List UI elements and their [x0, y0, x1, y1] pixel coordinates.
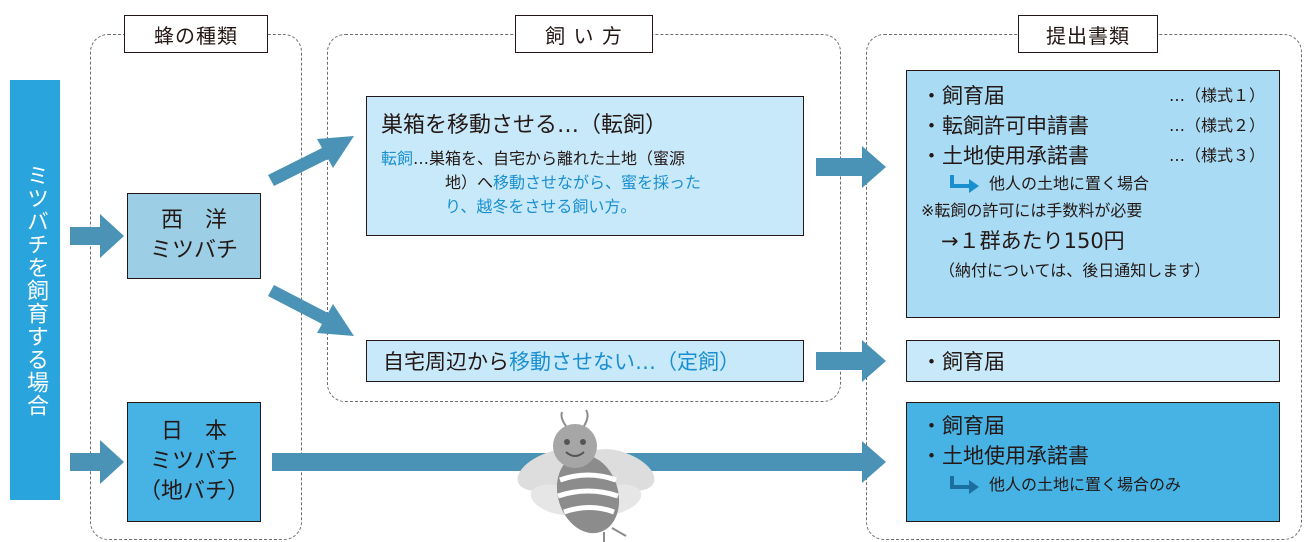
doc-form1-note: …（様式１） [1168, 86, 1265, 105]
arrow-western-to-moving [268, 136, 354, 186]
doc-form3-note: …（様式３） [1168, 146, 1265, 165]
japanese-line1: 日 本 [160, 419, 227, 445]
western-honeybee-box: 西 洋 ミツバチ [127, 193, 261, 279]
doc-fee-note: ※転飼の許可には手数料が必要 [921, 201, 1143, 220]
doc-fee-payment: （納付については、後日通知します） [939, 261, 1211, 280]
arrow-to-japanese [70, 440, 124, 484]
japanese-line3: （地バチ） [138, 478, 249, 504]
doc-row-2: ・転飼許可申請書 …（様式２） [921, 111, 1265, 141]
doc-row-3: ・土地使用承諾書 …（様式３） [921, 141, 1265, 171]
corner-arrow-icon [950, 476, 979, 494]
corner-arrow-icon [950, 175, 979, 193]
fixed-highlight: 移動させない…（定飼） [509, 350, 740, 374]
doc-row-1: ・飼育届 …（様式１） [921, 81, 1265, 111]
arrow-moving-to-docs [816, 146, 886, 188]
japanese-line2: ミツバチ [149, 449, 238, 475]
method-header: 飼 い 方 [515, 15, 653, 53]
method-moving-title: 巣箱を移動させる…（転飼） [381, 113, 668, 138]
arrow-western-to-fixed [268, 285, 354, 336]
japanese-honeybee-box: 日 本 ミツバチ （地バチ） [127, 402, 261, 522]
definition-line1: …巣箱を、自宅から離れた土地（蜜源 [413, 149, 686, 168]
doc-sub-row: 他人の土地に置く場合 [921, 171, 1265, 197]
definition-line3: り、越冬をさせる飼い方。 [445, 197, 637, 216]
documents-fixed-box: ・飼育届 [906, 340, 1280, 382]
arrow-to-western [70, 214, 124, 258]
doc-jp-sub-note: 他人の土地に置く場合のみ [989, 475, 1182, 494]
definition-line2b: 移動させながら、蜜を採った [493, 173, 702, 192]
doc-fixed-breeding-notice: ・飼育届 [921, 350, 1005, 374]
definition-term: 転飼 [381, 149, 414, 168]
method-fixed-box: 自宅周辺から移動させない…（定飼） [366, 340, 804, 382]
arrow-fixed-to-docs [816, 340, 886, 382]
documents-japanese-box: ・飼育届 ・土地使用承諾書 他人の土地に置く場合のみ [906, 402, 1280, 522]
species-header: 蜂の種類 [124, 15, 268, 53]
doc-jp-sub-row: 他人の土地に置く場合のみ [921, 471, 1265, 499]
doc-breeding-notice: ・飼育届 [921, 84, 1005, 108]
western-line2: ミツバチ [149, 238, 238, 263]
method-moving-definition: 転飼…巣箱を、自宅から離れた土地（蜜源 地）へ移動させながら、蜜を採った り、越… [381, 147, 789, 219]
doc-jp-breeding-notice: ・飼育届 [921, 414, 1005, 438]
doc-sub-note: 他人の土地に置く場合 [989, 174, 1150, 193]
doc-jp-land-consent: ・土地使用承諾書 [921, 444, 1089, 468]
fixed-prefix: 自宅周辺から [383, 350, 509, 374]
bee-illustration [517, 409, 655, 542]
doc-land-consent: ・土地使用承諾書 [921, 144, 1089, 168]
doc-transfer-permit: ・転飼許可申請書 [921, 114, 1089, 138]
doc-form2-note: …（様式２） [1168, 116, 1265, 135]
documents-moving-box: ・飼育届 …（様式１） ・転飼許可申請書 …（様式２） ・土地使用承諾書 …（様… [906, 70, 1280, 318]
method-moving-box: 巣箱を移動させる…（転飼） 転飼…巣箱を、自宅から離れた土地（蜜源 地）へ移動さ… [366, 96, 804, 236]
documents-header: 提出書類 [1018, 15, 1158, 53]
definition-line2a: 地）へ [445, 173, 494, 192]
beekeeping-case-label: ミツバチを飼育する場合 [10, 80, 60, 500]
western-line1: 西 洋 [160, 208, 227, 234]
doc-fee-amount: →１群あたり150円 [941, 229, 1125, 253]
